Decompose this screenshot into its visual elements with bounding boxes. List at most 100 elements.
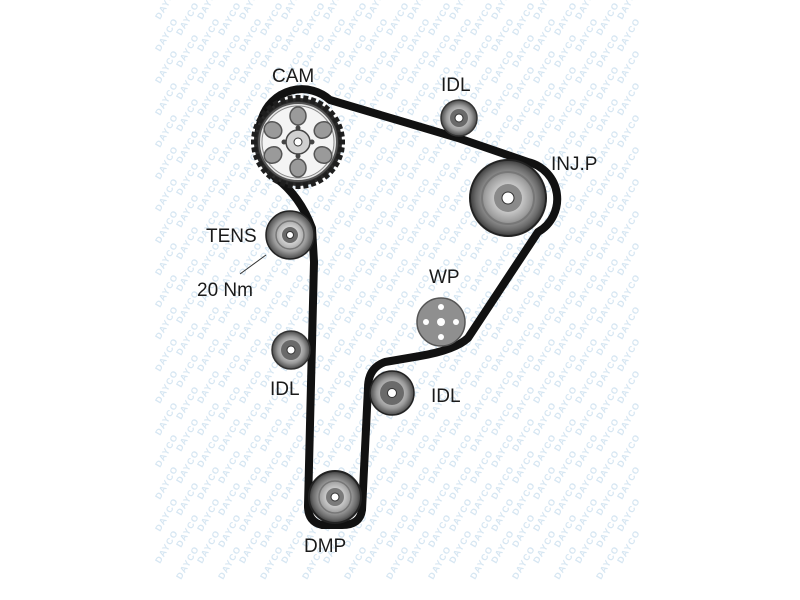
- watermark-text: DAYCO: [468, 480, 495, 517]
- watermark-text: DAYCO: [510, 448, 537, 485]
- watermark-text: DAYCO: [552, 288, 579, 325]
- watermark-text: DAYCO: [384, 224, 411, 261]
- watermark-text: DAYCO: [363, 144, 390, 181]
- watermark-text: DAYCO: [258, 0, 285, 37]
- watermark-text: DAYCO: [552, 448, 579, 485]
- watermark-text: DAYCO: [615, 80, 642, 117]
- damper-crankshaft-pulley: [308, 470, 362, 524]
- cam-tooth: [287, 95, 294, 103]
- watermark-text: DAYCO: [153, 176, 180, 213]
- watermark-text: DAYCO: [216, 448, 243, 485]
- tensioner-pulley: [265, 210, 315, 260]
- watermark-text: DAYCO: [363, 0, 390, 21]
- watermark-text: DAYCO: [300, 0, 327, 37]
- watermark-text: DAYCO: [342, 160, 369, 197]
- cam-tooth: [265, 171, 274, 180]
- watermark-text: DAYCO: [279, 0, 306, 21]
- cam-tooth: [335, 153, 344, 161]
- watermark-text: DAYCO: [279, 464, 306, 501]
- watermark-text: DAYCO: [153, 240, 180, 277]
- watermark-text: DAYCO: [615, 368, 642, 405]
- cam-tooth: [322, 171, 331, 180]
- watermark-text: DAYCO: [363, 176, 390, 213]
- cam-tooth: [302, 95, 309, 103]
- watermark-text: DAYCO: [405, 0, 432, 21]
- watermark-text: DAYCO: [216, 0, 243, 37]
- watermark-text: DAYCO: [405, 16, 432, 53]
- watermark-text: DAYCO: [321, 16, 348, 53]
- watermark-text: DAYCO: [573, 208, 600, 245]
- watermark-text: DAYCO: [552, 480, 579, 517]
- watermark-text: DAYCO: [531, 336, 558, 373]
- watermark-text: DAYCO: [531, 368, 558, 405]
- watermark-text: DAYCO: [342, 320, 369, 357]
- watermark-text: DAYCO: [447, 208, 474, 245]
- watermark-text: DAYCO: [615, 496, 642, 533]
- watermark-text: DAYCO: [258, 256, 285, 293]
- watermark-text: DAYCO: [531, 48, 558, 85]
- watermark-text: DAYCO: [447, 464, 474, 501]
- watermark-text: DAYCO: [195, 528, 222, 565]
- watermark-text: DAYCO: [594, 320, 621, 357]
- watermark-text: DAYCO: [510, 288, 537, 325]
- label-tens: TENS: [206, 226, 257, 247]
- watermark-text: DAYCO: [615, 336, 642, 373]
- watermark-text: DAYCO: [342, 192, 369, 229]
- watermark-text: DAYCO: [174, 352, 201, 389]
- watermark-text: DAYCO: [594, 448, 621, 485]
- water-pump-pulley: [416, 297, 466, 347]
- watermark-text: DAYCO: [321, 400, 348, 437]
- watermark-text: DAYCO: [552, 512, 579, 549]
- label-torque: 20 Nm: [197, 280, 253, 301]
- watermark-text: DAYCO: [237, 176, 264, 213]
- watermark-text: DAYCO: [279, 272, 306, 309]
- cam-tooth: [295, 183, 301, 189]
- watermark-text: DAYCO: [573, 272, 600, 309]
- watermark-text: DAYCO: [174, 544, 201, 581]
- watermark-text: DAYCO: [531, 240, 558, 277]
- watermark-text: DAYCO: [573, 176, 600, 213]
- watermark-text: DAYCO: [321, 304, 348, 341]
- watermark-text: DAYCO: [510, 64, 537, 101]
- watermark-text: DAYCO: [153, 496, 180, 533]
- watermark-text: DAYCO: [489, 400, 516, 437]
- watermark-text: DAYCO: [279, 432, 306, 469]
- watermark-text: DAYCO: [258, 544, 285, 581]
- watermark-text: DAYCO: [468, 512, 495, 549]
- watermark-text: DAYCO: [237, 48, 264, 85]
- watermark-text: DAYCO: [510, 32, 537, 69]
- watermark-text: DAYCO: [321, 432, 348, 469]
- cam-tooth: [309, 96, 317, 105]
- watermark-text: DAYCO: [384, 416, 411, 453]
- watermark-text: DAYCO: [510, 0, 537, 37]
- watermark-text: DAYCO: [552, 256, 579, 293]
- cam-tooth: [279, 96, 287, 105]
- watermark-text: DAYCO: [321, 0, 348, 21]
- watermark-text: DAYCO: [363, 272, 390, 309]
- watermark-text: DAYCO: [195, 496, 222, 533]
- watermark-text: DAYCO: [216, 512, 243, 549]
- watermark-text: DAYCO: [489, 432, 516, 469]
- watermark-text: DAYCO: [174, 224, 201, 261]
- watermark-text: DAYCO: [426, 416, 453, 453]
- cam-tooth: [322, 104, 331, 113]
- label-cam: CAM: [272, 66, 314, 87]
- watermark-text: DAYCO: [342, 128, 369, 165]
- watermark-text: DAYCO: [594, 544, 621, 581]
- watermark-text: DAYCO: [468, 416, 495, 453]
- watermark-text: DAYCO: [174, 64, 201, 101]
- idler-pulley-top: [440, 99, 478, 137]
- cam-tooth: [332, 116, 340, 124]
- watermark-text: DAYCO: [237, 16, 264, 53]
- watermark-text: DAYCO: [447, 144, 474, 181]
- watermark-text: DAYCO: [363, 496, 390, 533]
- watermark-text: DAYCO: [531, 304, 558, 341]
- watermark-text: DAYCO: [405, 48, 432, 85]
- watermark-text: DAYCO: [552, 0, 579, 37]
- idler-pulley-right: [369, 370, 415, 416]
- watermark-text: DAYCO: [426, 0, 453, 37]
- watermark-text: DAYCO: [531, 112, 558, 149]
- watermark-text: DAYCO: [489, 16, 516, 53]
- watermark-text: DAYCO: [153, 112, 180, 149]
